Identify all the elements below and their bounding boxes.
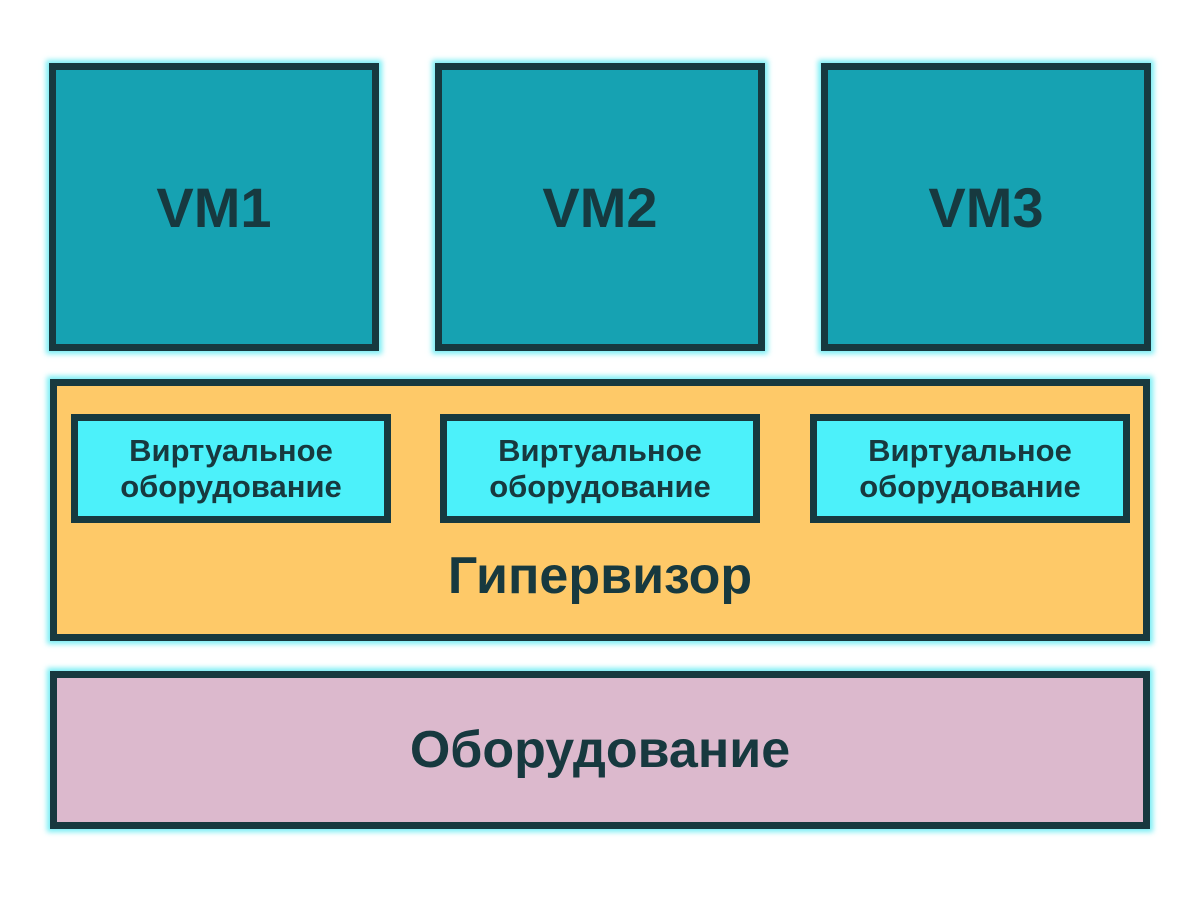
virtual-hardware-3-line2: оборудование: [859, 468, 1081, 504]
virtual-hardware-2-line1: Виртуальное: [498, 432, 702, 468]
vm1-label: VM1: [156, 175, 272, 239]
virtual-hardware-box-1: Виртуальное оборудование: [71, 414, 391, 523]
hardware-label: Оборудование: [409, 721, 791, 779]
virtual-hardware-1-line1: Виртуальное: [129, 432, 333, 468]
vm3-box: VM3: [821, 63, 1151, 351]
vm2-label: VM2: [542, 175, 658, 239]
virtual-hardware-1-line2: оборудование: [120, 468, 342, 504]
virtual-hardware-3-line1: Виртуальное: [868, 432, 1072, 468]
virtual-hardware-box-3: Виртуальное оборудование: [810, 414, 1130, 523]
virtual-hardware-2-line2: оборудование: [489, 468, 711, 504]
hardware-layer: Оборудование: [50, 671, 1150, 829]
vm3-label: VM3: [928, 175, 1044, 239]
hypervisor-layer: Виртуальное оборудование Виртуальное обо…: [50, 379, 1150, 641]
vm1-box: VM1: [49, 63, 379, 351]
hypervisor-label: Гипервизор: [447, 547, 753, 605]
vm2-box: VM2: [435, 63, 765, 351]
virtual-hardware-box-2: Виртуальное оборудование: [440, 414, 760, 523]
